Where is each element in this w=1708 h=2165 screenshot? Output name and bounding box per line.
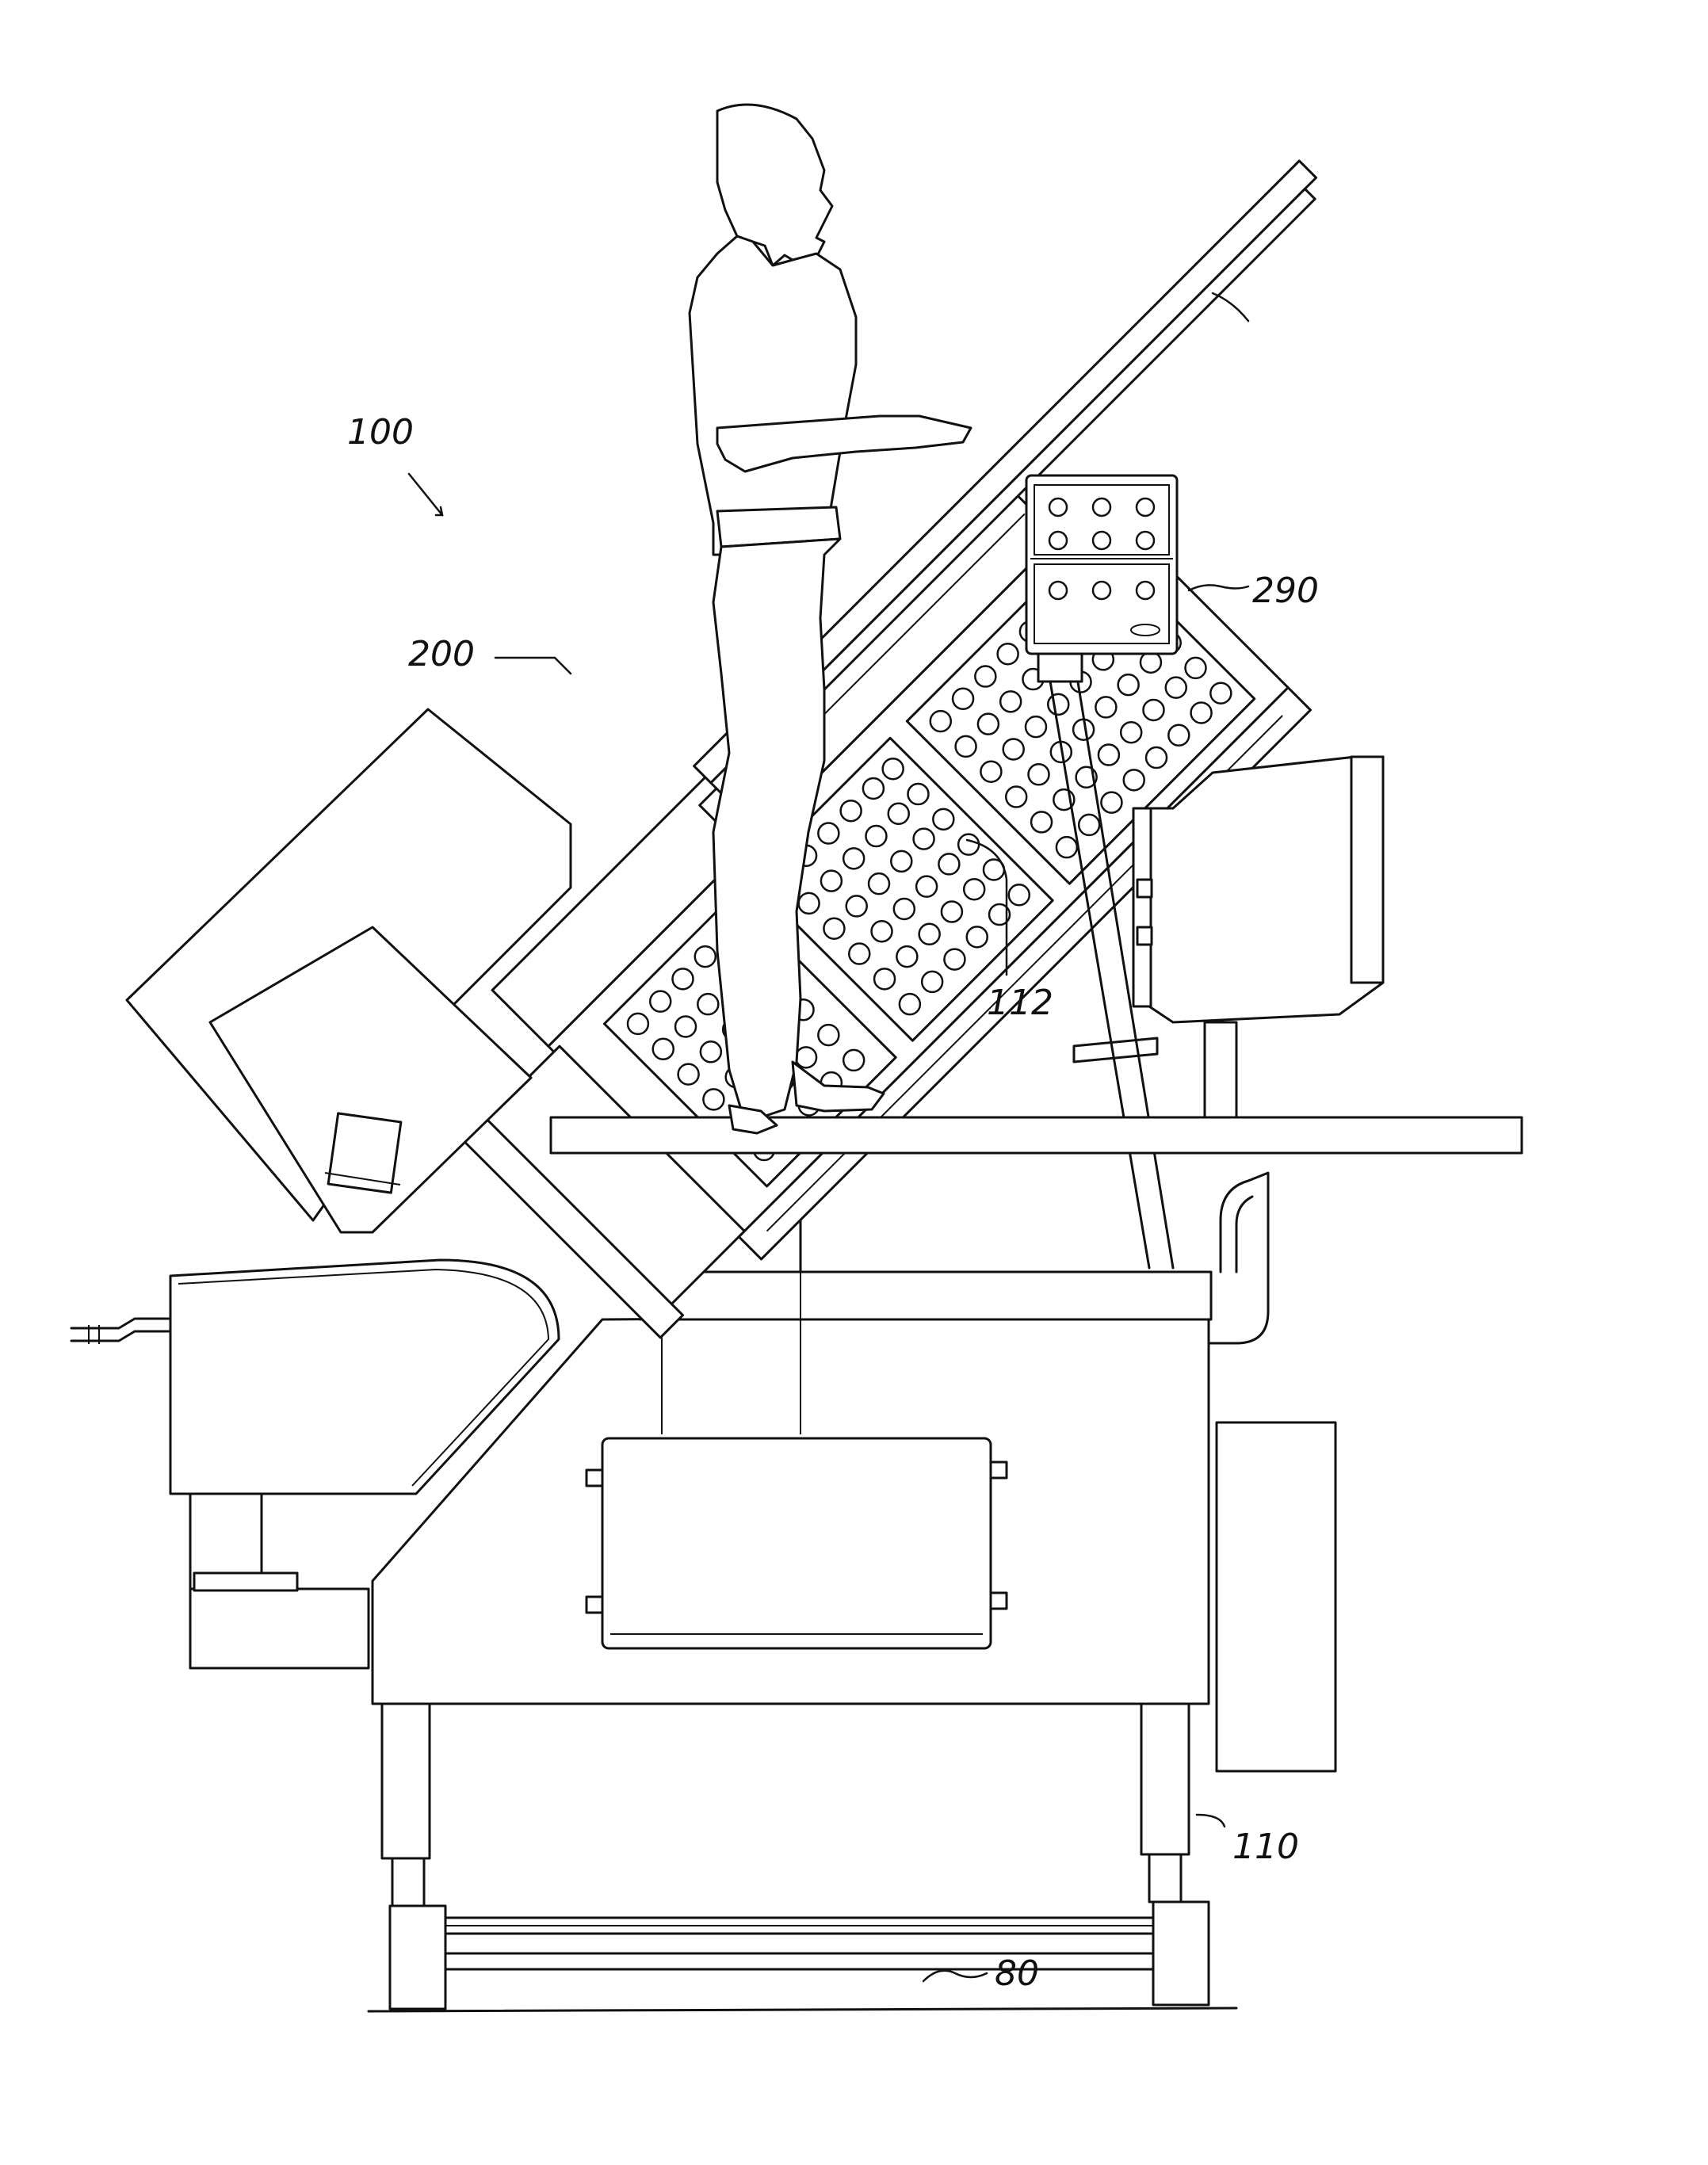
floor — [369, 2008, 1236, 2011]
label-200: 200 — [408, 634, 475, 674]
label-290: 290 — [1252, 571, 1319, 611]
control-panel — [1026, 475, 1177, 654]
label-100: 100 — [347, 412, 414, 452]
base-legs — [382, 1700, 1209, 2009]
label-80: 80 — [995, 1953, 1039, 1994]
slicer-carriage — [392, 161, 1580, 1349]
label-112: 112 — [987, 983, 1053, 1023]
main-cabinet — [373, 1165, 1335, 1771]
label-110: 110 — [1232, 1827, 1299, 1867]
work-platform — [551, 1117, 1522, 1153]
